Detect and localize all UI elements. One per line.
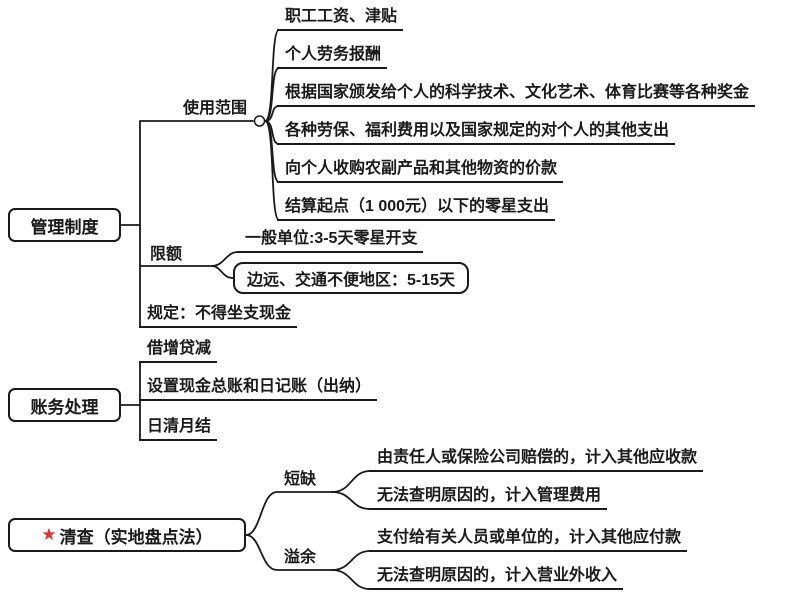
root-node-inventory-label: 清查（实地盘点法） [59, 527, 213, 547]
root-node-accounting: 账务处理 [8, 388, 121, 422]
branch-limit-label: 限额 [150, 246, 183, 263]
leaf-scope-item-4: 各种劳保、福利费用以及国家规定的对个人的其他支出 [277, 121, 676, 145]
leaf-rule: 规定：不得坐支现金 [139, 304, 298, 328]
leaf-scope-item-5: 向个人收购农副产品和其他物资的价款 [277, 159, 564, 183]
connector-surplus-leaf-2 [331, 569, 371, 590]
leaf-limit-remote-label: 边远、交通不便地区：5-15天 [247, 272, 456, 289]
collapse-circle[interactable] [253, 115, 266, 127]
branch-scope-label: 使用范围 [183, 100, 248, 117]
star-icon: ★ [41, 525, 57, 544]
branch-surplus-label: 溢余 [284, 549, 317, 566]
root-node-management: 管理制度 [8, 208, 121, 242]
connector-shortage-leaf-2 [331, 491, 371, 510]
branch-shortage-label: 短缺 [284, 471, 317, 488]
leaf-shortage-item-1: 由责任人或保险公司赔偿的，计入其他应收款 [369, 448, 704, 472]
connector-shortage-leaf-1 [331, 470, 371, 493]
leaf-scope-item-2: 个人劳务报酬 [277, 45, 388, 69]
leaf-surplus-item-1: 支付给有关人员或单位的，计入其他应付款 [369, 528, 688, 552]
leaf-accounting-item-3: 日清月结 [139, 417, 218, 441]
leaf-accounting-item-2: 设置现金总账和日记账（出纳） [139, 377, 378, 401]
leaf-surplus-item-2: 无法查明原因的，计入营业外收入 [369, 566, 624, 590]
connector-scope-leaf-6 [264, 120, 280, 221]
root-node-inventory: ★ 清查（实地盘点法） [8, 518, 246, 552]
leaf-limit-remote-box: 边远、交通不便地区：5-15天 [233, 262, 470, 294]
connector-limit-general [211, 251, 239, 267]
leaf-scope-item-6: 结算起点（1 000元）以下的零星支出 [277, 197, 556, 221]
connector-scope-leaf-1 [264, 29, 280, 122]
connector-surplus [245, 534, 333, 571]
connector-surplus-leaf-1 [331, 550, 371, 571]
leaf-limit-general: 一般单位:3-5天零星开支 [237, 229, 424, 253]
connector-limit-remote [211, 265, 234, 279]
root-node-accounting-label: 账务处理 [30, 397, 99, 417]
connector-scope-leaf-2 [264, 67, 280, 122]
connector-shortage [245, 491, 333, 536]
leaf-shortage-item-2: 无法查明原因的，计入管理费用 [369, 486, 608, 510]
leaf-scope-item-1: 职工工资、津贴 [277, 7, 404, 31]
leaf-accounting-item-1: 借增贷减 [139, 339, 218, 363]
root-node-management-label: 管理制度 [30, 217, 99, 237]
leaf-scope-item-3: 根据国家颁发给个人的科学技术、文化艺术、体育比赛等各种奖金 [277, 83, 756, 107]
